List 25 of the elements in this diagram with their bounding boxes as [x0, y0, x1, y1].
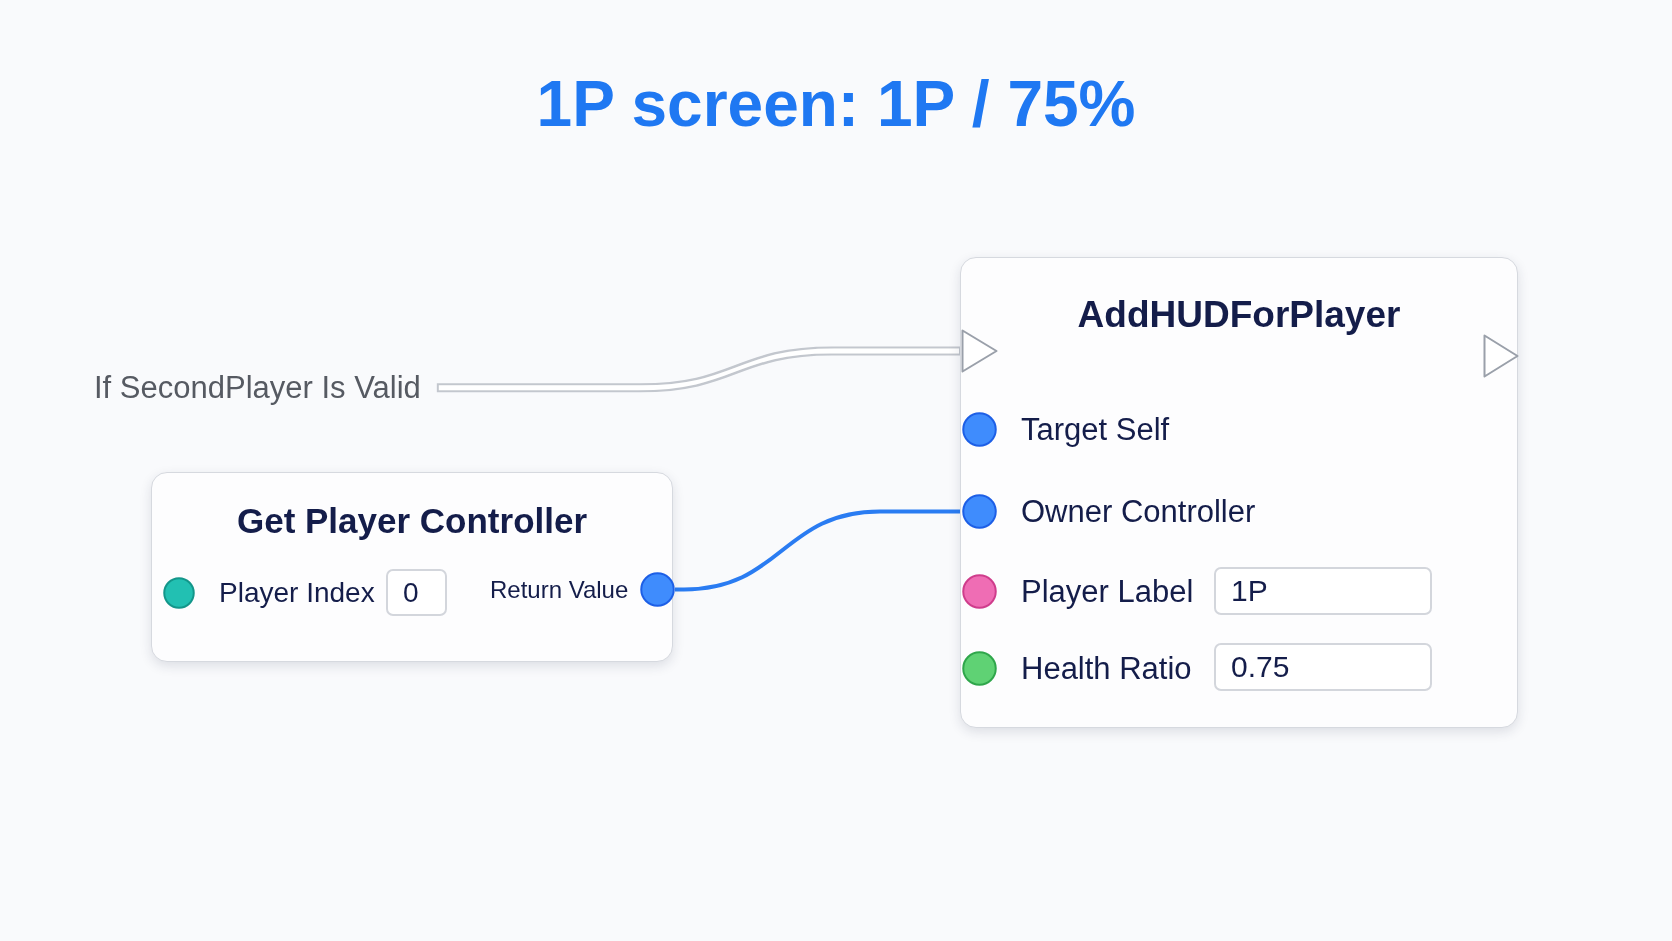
- circle-pin-icon: [962, 574, 997, 609]
- function-node: [960, 257, 1518, 728]
- pin-label: Player Index: [219, 577, 375, 610]
- circle-pin-icon: [962, 412, 997, 447]
- circle-pin-icon: [163, 577, 195, 609]
- circle-pin-icon: [640, 572, 675, 607]
- pin-label: Player Label: [1021, 574, 1194, 610]
- condition-label: If SecondPlayer Is Valid: [94, 370, 421, 406]
- input-field: 0: [386, 569, 447, 616]
- function-node: [151, 472, 673, 662]
- input-field: 0.75: [1214, 643, 1432, 691]
- input-field: 1P: [1214, 567, 1432, 615]
- pin-label: Health Ratio: [1021, 651, 1192, 687]
- circle-pin-icon: [962, 651, 997, 686]
- pin-label: Target Self: [1021, 412, 1170, 448]
- triangle-pin-icon: [961, 329, 998, 373]
- node-title: Get Player Controller: [236, 501, 588, 542]
- circle-pin-icon: [962, 494, 997, 529]
- wire-connector: [436, 346, 961, 393]
- pin-label: Return Value: [490, 576, 629, 604]
- wire-connector: [675, 509, 962, 592]
- triangle-pin-icon: [1483, 334, 1519, 378]
- node-title: AddHUDForPlayer: [1077, 294, 1401, 337]
- title: 1P screen: 1P / 75%: [536, 72, 1136, 136]
- pin-label: Owner Controller: [1021, 494, 1256, 530]
